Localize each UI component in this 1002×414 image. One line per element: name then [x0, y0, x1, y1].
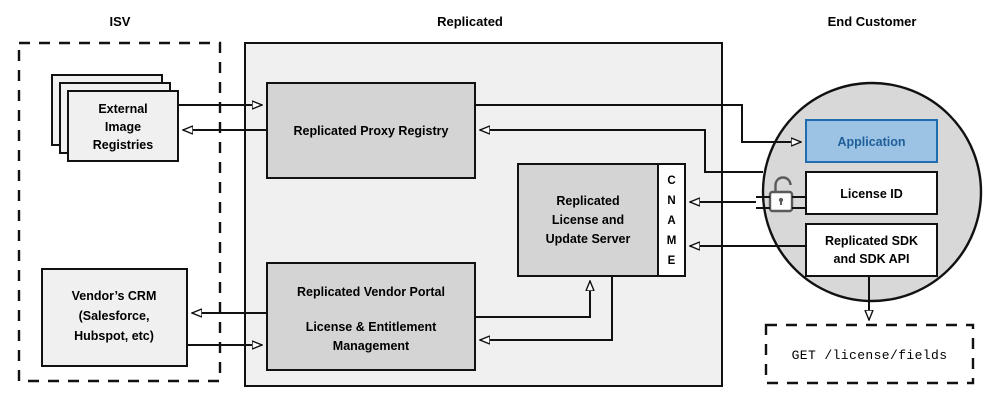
node-application[interactable]: Application: [805, 119, 938, 163]
vendors-crm-box: [41, 268, 188, 367]
external-image-registries-line-3: Registries: [93, 138, 153, 152]
unlock-icon: [768, 176, 794, 213]
license-server-line-3: Update Server: [546, 232, 631, 246]
stack-layer-front: [67, 90, 179, 162]
cname-letter-a: A: [667, 215, 675, 227]
cname-letter-n: N: [667, 195, 675, 207]
replicated-sdk-box: [805, 223, 938, 277]
license-id-box: [805, 171, 938, 215]
unlock-icon-shackle: [774, 176, 792, 192]
node-vendors-crm[interactable]: Vendor’s CRM (Salesforce, Hubspot, etc): [41, 268, 188, 367]
edge-vendor-portal-to-license-server: [475, 281, 590, 318]
vendors-crm-line-3: Hubspot, etc): [74, 329, 154, 343]
cname-letter-e: E: [668, 255, 676, 267]
zone-label-isv: ISV: [110, 14, 131, 29]
license-id-label: License ID: [840, 187, 903, 201]
edge-application-to-proxy: [480, 130, 763, 173]
replicated-proxy-registry-box: [266, 82, 476, 179]
cname-letter-m: M: [667, 235, 677, 247]
node-replicated-vendor-portal[interactable]: Replicated Vendor Portal License & Entit…: [266, 262, 476, 371]
node-replicated-proxy-registry[interactable]: Replicated Proxy Registry: [266, 82, 476, 179]
edge-license-server-to-vendor-portal: [480, 276, 613, 340]
vendor-portal-line-3: Management: [333, 339, 410, 353]
vendor-portal-line-2: License & Entitlement: [306, 320, 437, 334]
replicated-sdk-line-2: and SDK API: [834, 252, 910, 266]
node-api-request[interactable]: GET /license/fields: [764, 323, 975, 385]
external-image-registries-line-1: External: [98, 102, 147, 116]
cname-letter-c: C: [667, 175, 675, 187]
replicated-license-update-server-box: [517, 163, 659, 277]
replicated-sdk-line-1: Replicated SDK: [825, 234, 918, 248]
api-request-box: [764, 323, 975, 385]
node-replicated-license-update-server[interactable]: Replicated License and Update Server: [517, 163, 659, 277]
cname-strip-box: [657, 163, 686, 277]
node-external-image-registries[interactable]: External Image Registries: [51, 74, 179, 162]
node-replicated-sdk[interactable]: Replicated SDK and SDK API: [805, 223, 938, 277]
replicated-vendor-portal-box: [266, 262, 476, 371]
vendor-portal-line-1: Replicated Vendor Portal: [297, 285, 445, 299]
api-request-label: GET /license/fields: [792, 348, 948, 363]
application-box: [805, 119, 938, 163]
license-server-line-1: Replicated: [556, 194, 619, 208]
external-image-registries-line-2: Image: [105, 120, 141, 134]
vendors-crm-line-1: Vendor’s CRM: [72, 289, 157, 303]
license-server-line-2: License and: [552, 213, 624, 227]
node-license-id[interactable]: License ID: [805, 171, 938, 215]
vendors-crm-line-2: (Salesforce,: [79, 309, 150, 323]
zone-label-end-customer: End Customer: [828, 14, 917, 29]
edge-layer: [178, 105, 869, 345]
unlock-icon-keyhole-stem: [780, 200, 782, 205]
isv-boundary: [17, 41, 222, 383]
zone-isv: ISV: [17, 14, 222, 383]
zone-label-replicated: Replicated: [437, 14, 503, 29]
application-label: Application: [837, 135, 905, 149]
edge-proxy-to-application: [475, 104, 801, 142]
node-cname-strip[interactable]: C N A M E: [657, 163, 686, 277]
replicated-proxy-registry-label: Replicated Proxy Registry: [294, 124, 449, 138]
